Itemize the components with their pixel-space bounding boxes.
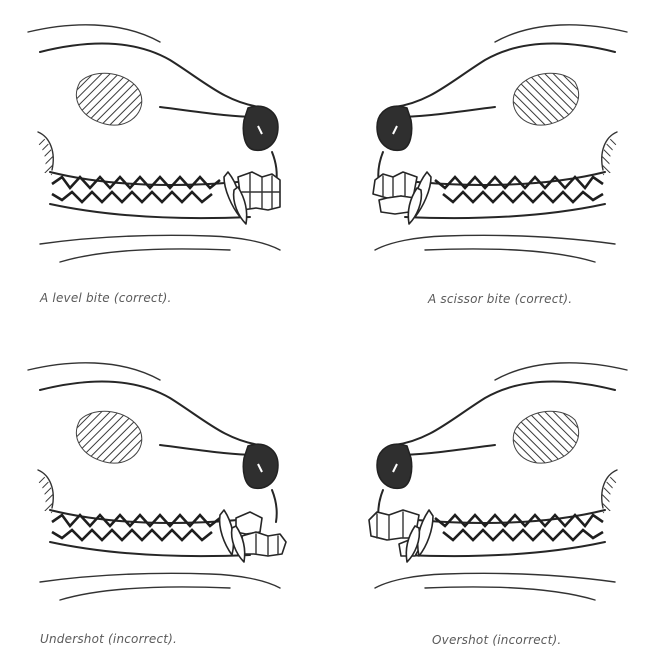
- panel-undershot-bite: [10, 350, 300, 620]
- caption-undershot-bite: Undershot (incorrect).: [40, 632, 177, 646]
- skull-level-illustration: [10, 12, 300, 282]
- caption-scissor-bite: A scissor bite (correct).: [428, 292, 572, 306]
- caption-overshot-bite: Overshot (incorrect).: [432, 633, 561, 647]
- panel-level-bite: [10, 12, 300, 282]
- caption-level-bite: A level bite (correct).: [40, 291, 172, 305]
- panel-overshot-bite: [355, 350, 645, 620]
- skull-undershot-illustration: [10, 350, 300, 620]
- skull-overshot-illustration: [355, 350, 645, 620]
- panel-scissor-bite: [355, 12, 645, 282]
- skull-scissor-illustration: [355, 12, 645, 282]
